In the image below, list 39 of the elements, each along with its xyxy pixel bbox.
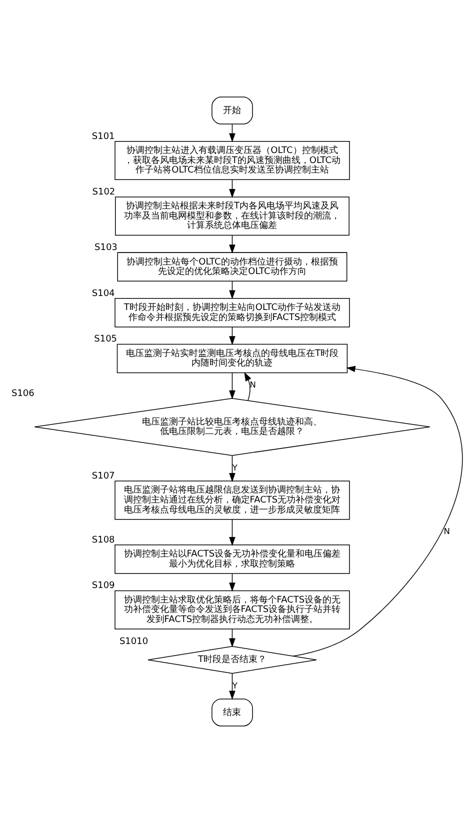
edge-label: Y bbox=[232, 680, 238, 690]
node-label: S109 bbox=[92, 580, 115, 591]
node-label: S105 bbox=[94, 334, 118, 344]
arrow bbox=[229, 572, 236, 592]
node-box: 结束 bbox=[212, 698, 253, 726]
arrow bbox=[229, 234, 236, 254]
node-box: 协调控制主站根据未来时段T内各风电场平均风速及风功率及当前电网模型和参数，在线计算该时段的潮流，计算系统总体电压偏差 bbox=[115, 196, 350, 236]
arrow bbox=[229, 280, 236, 299]
node-label: S107 bbox=[92, 470, 115, 481]
node-diamond: T时段是否结束？ bbox=[148, 645, 317, 674]
node-box: 协调控制主站以FACTS设备无功补偿变化量和电压偏差最小为优化目标，求取控制策略 bbox=[114, 544, 350, 574]
arrow bbox=[229, 454, 236, 482]
arrow bbox=[229, 672, 236, 700]
node-box: 协调控制主站求取优化策略后，将每个FACTS设备的无功补偿变化量等命令发送到各FACTS设备执行子站并转发到FACTS控制器执行动态无功补偿调整。 bbox=[114, 590, 350, 629]
node-box: 电压监测子站将电压越限信息发送到协调控制主站，协调控制主站通过在线分析，确定FACTS无功补偿变化对电压考核点母线电压的灵敏度，进一步形成灵敏度矩阵 bbox=[114, 480, 350, 520]
arrow bbox=[229, 179, 236, 198]
arrow bbox=[244, 372, 252, 400]
node-box: 电压监测子站实时监测电压考核点的母线电压在T时段内随时间变化的轨迹 bbox=[116, 343, 348, 373]
arrow bbox=[229, 628, 236, 647]
edge-label: Y bbox=[232, 462, 238, 472]
node-label: S1010 bbox=[119, 636, 148, 646]
node-label: S102 bbox=[92, 186, 116, 197]
node-label: S108 bbox=[92, 534, 115, 545]
node-diamond: 电压监测子站比较电压考核点母线轨迹和高、低电压限制二元表，电压是否越限？ bbox=[34, 397, 430, 456]
node-label: S106 bbox=[11, 388, 34, 398]
node-box: 开始 bbox=[212, 96, 253, 124]
edge-label: N bbox=[444, 526, 450, 536]
arrow bbox=[229, 326, 236, 345]
node-box: 协调控制主站进入有载调压变压器（OLTC）控制模式，获取各风电场未来某时段T的风速预测曲线，OLTC动作子站将OLTC档位信息实时发送至协调控制主站 bbox=[114, 140, 350, 180]
node-label: S101 bbox=[92, 131, 115, 142]
node-label: S104 bbox=[92, 288, 115, 298]
arrow bbox=[292, 365, 463, 656]
arrow bbox=[229, 372, 236, 399]
node-box: 协调控制主站每个OLTC的动作档位进行摄动，根据预先设定的优化策略决定OLTC动作方向 bbox=[117, 252, 348, 281]
node-box: T时段开始时刻，协调控制主站向OLTC动作子站发送动作命令并根据预先设定的策略切换到FACTS控制模式 bbox=[114, 298, 350, 327]
edge-label: N bbox=[250, 379, 256, 390]
node-label: S103 bbox=[94, 242, 118, 253]
arrow bbox=[229, 518, 236, 546]
arrow bbox=[229, 123, 236, 142]
